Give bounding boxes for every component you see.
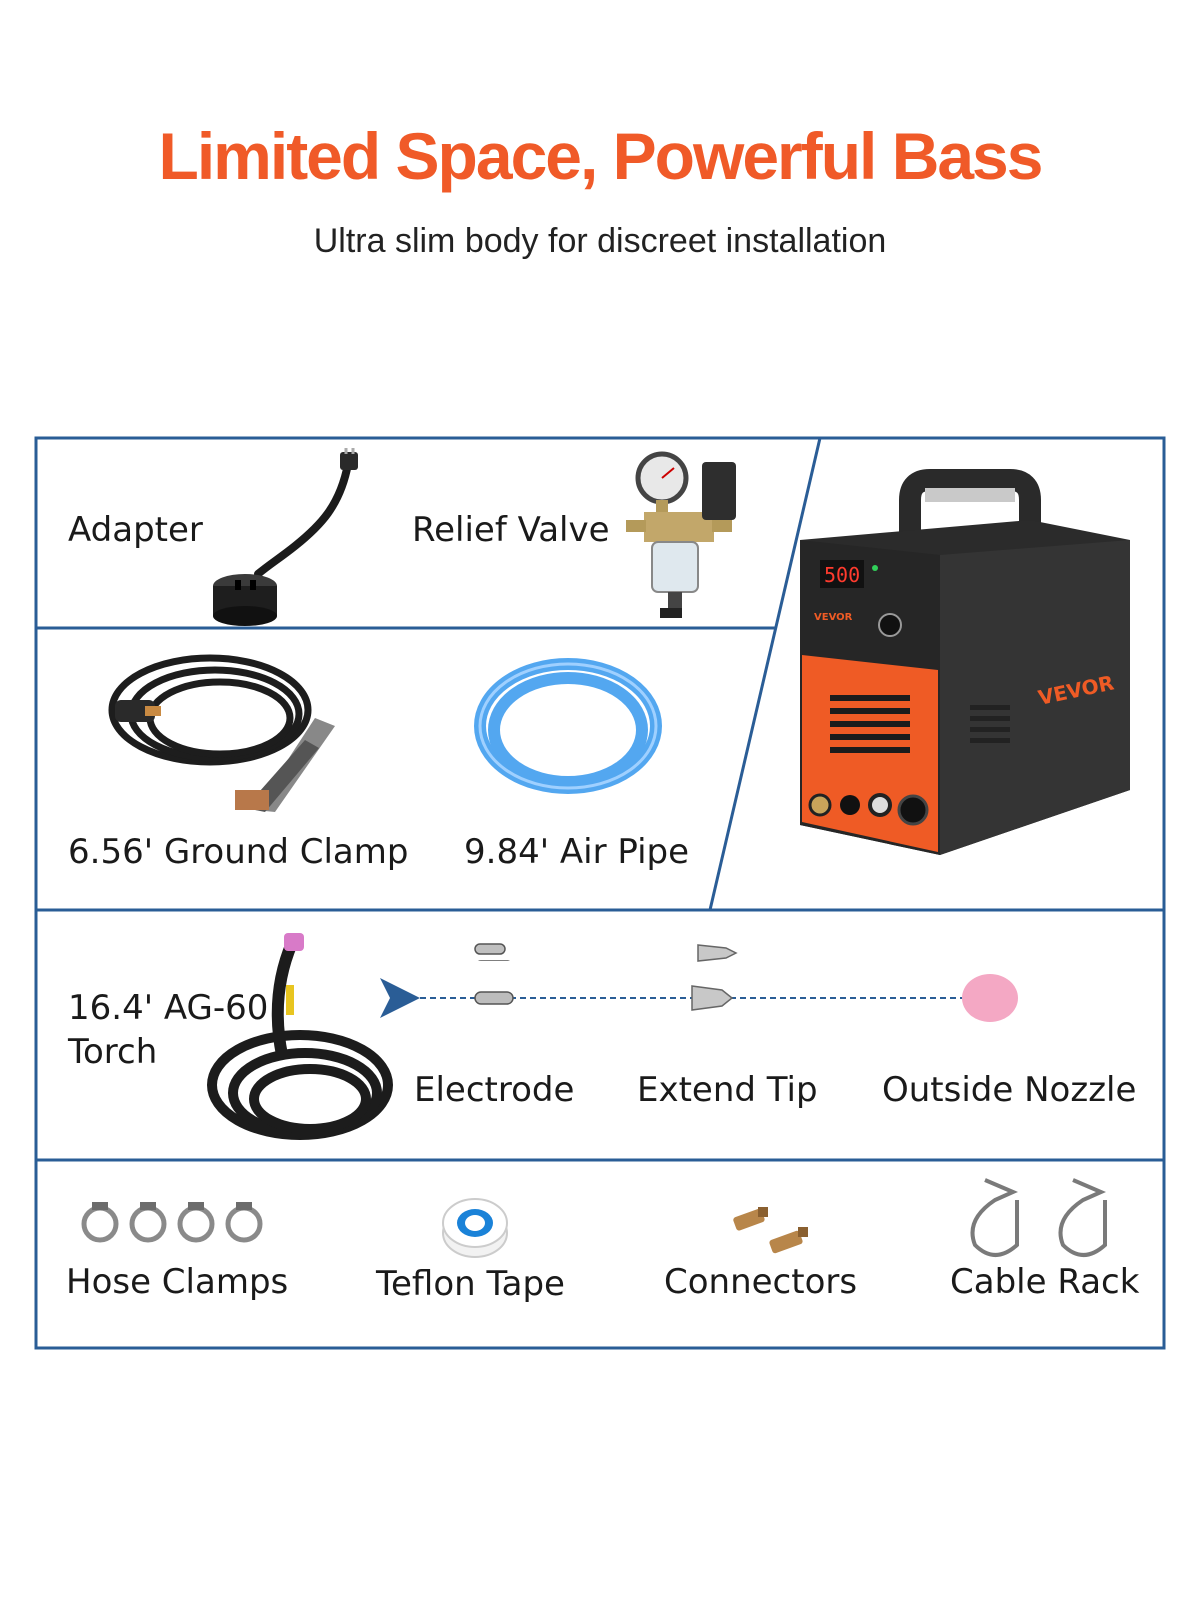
extend-tip-part [691,985,734,1011]
connectors-label: Connectors [664,1262,858,1302]
adapter-image [213,448,358,626]
electrode-image [474,943,506,955]
arrow-icon [380,978,420,1018]
teflon-tape-image [442,1198,508,1258]
teflon-tape-label: Teflon Tape [376,1264,565,1304]
relief-valve-image [626,451,736,618]
display-readout: 500 [824,563,860,587]
hose-clamps-label: Hose Clamps [66,1262,289,1302]
electrode-part [474,991,514,1005]
extend-tip-label: Extend Tip [637,1070,818,1110]
ground-clamp-label: 6.56' Ground Clamp [68,832,409,872]
torch-label-line1: 16.4' AG-60 [68,988,269,1028]
extend-tip-image [697,944,738,962]
torch-label-line2: Torch [68,1032,158,1072]
electrode-label: Electrode [414,1070,575,1110]
ground-clamp-image [108,654,335,812]
hose-clamps-image [81,1202,263,1243]
page-title: Limited Space, Powerful Bass [158,119,1044,193]
front-brand: VEVOR [814,612,853,623]
outside-nozzle-part [962,974,1018,1022]
torch-image [207,933,393,1140]
cable-rack-image [970,1178,1107,1257]
air-pipe-image [474,658,662,794]
cable-rack-label: Cable Rack [950,1262,1140,1302]
connectors-image [733,1207,808,1254]
consumables-diagram [380,960,1018,1022]
outside-nozzle-label: Outside Nozzle [882,1070,1137,1110]
relief-valve-label: Relief Valve [412,510,610,550]
plasma-cutter-image: 500 VEVOR VEVOR [800,469,1130,855]
page-subtitle: Ultra slim body for discreet installatio… [313,222,887,260]
current-knob [878,613,902,637]
air-pipe-label: 9.84' Air Pipe [464,832,690,872]
adapter-label: Adapter [68,510,203,550]
